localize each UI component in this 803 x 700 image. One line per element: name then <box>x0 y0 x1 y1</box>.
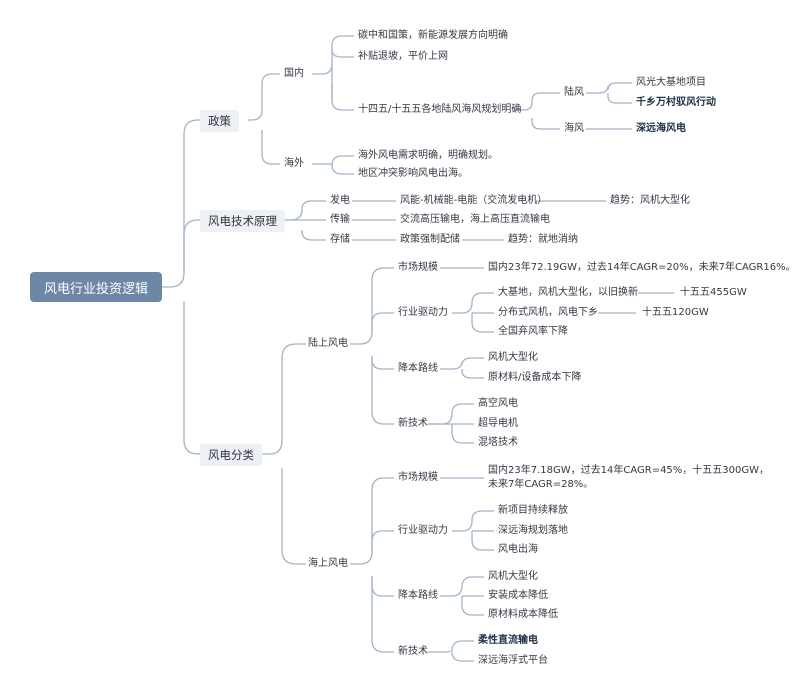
node-tech-principle[interactable]: 风电技术原理 <box>200 210 285 232</box>
onshore-tech-item[interactable]: 超导电机 <box>478 418 518 429</box>
node-transmission[interactable]: 传输 <box>330 214 350 225</box>
offshore-driver-item[interactable]: 风电出海 <box>498 544 538 555</box>
onshore-drivers[interactable]: 行业驱动力 <box>398 307 448 318</box>
onshore-new-tech[interactable]: 新技术 <box>398 418 428 429</box>
root-label: 风电行业投资逻辑 <box>43 281 148 297</box>
node-onshore-policy[interactable]: 陆风 <box>564 87 584 98</box>
onshore-driver-item[interactable]: 大基地，风机大型化，以旧换新 <box>498 287 638 298</box>
storage-trend[interactable]: 趋势：就地消纳 <box>508 234 578 245</box>
offshore-cost-item[interactable]: 原材料成本降低 <box>488 609 558 620</box>
domestic-item[interactable]: 十四五/十五五各地陆风海风规划明确 <box>358 104 522 115</box>
node-offshore-policy[interactable]: 海风 <box>564 123 584 134</box>
onshore-market-size[interactable]: 市场规模 <box>398 262 438 273</box>
offshore-market-size[interactable]: 市场规模 <box>398 472 438 483</box>
overseas-item[interactable]: 地区冲突影响风电出海。 <box>358 168 468 179</box>
offshore-policy-item[interactable]: 深远海风电 <box>636 123 686 134</box>
offshore-tech-item[interactable]: 深远海浮式平台 <box>478 655 548 666</box>
domestic-item[interactable]: 补贴退坡，平价上网 <box>358 51 448 62</box>
node-onshore-wind[interactable]: 陆上风电 <box>308 338 348 349</box>
onshore-driver-item[interactable]: 分布式风机，风电下乡 <box>498 307 598 318</box>
node-overseas[interactable]: 海外 <box>284 158 304 169</box>
onshore-policy-item[interactable]: 风光大基地项目 <box>636 77 706 88</box>
node-offshore-wind[interactable]: 海上风电 <box>308 558 348 569</box>
node-storage[interactable]: 存储 <box>330 234 350 245</box>
offshore-driver-item[interactable]: 新项目持续释放 <box>498 505 568 516</box>
overseas-item[interactable]: 海外风电需求明确，明确规划。 <box>358 150 498 161</box>
node-domestic[interactable]: 国内 <box>284 68 304 79</box>
offshore-driver-item[interactable]: 深远海规划落地 <box>498 525 568 536</box>
onshore-driver-item[interactable]: 全国弃风率下降 <box>498 326 568 337</box>
onshore-cost-route[interactable]: 降本路线 <box>398 363 438 374</box>
generation-trend[interactable]: 趋势：风机大型化 <box>610 195 690 206</box>
node-generation[interactable]: 发电 <box>330 195 350 206</box>
storage-detail[interactable]: 政策强制配储 <box>400 234 460 245</box>
offshore-tech-item[interactable]: 柔性直流输电 <box>478 635 538 646</box>
node-classification[interactable]: 风电分类 <box>200 444 262 466</box>
onshore-driver-note[interactable]: 十五五120GW <box>642 307 709 318</box>
onshore-driver-note[interactable]: 十五五455GW <box>680 287 747 298</box>
onshore-market-detail[interactable]: 国内23年72.19GW，过去14年CAGR=20%，未来7年CAGR16%。 <box>488 262 796 273</box>
onshore-tech-item[interactable]: 高空风电 <box>478 398 518 409</box>
node-policy[interactable]: 政策 <box>200 110 239 132</box>
transmission-detail[interactable]: 交流高压输电，海上高压直流输电 <box>400 214 550 225</box>
offshore-new-tech[interactable]: 新技术 <box>398 646 428 657</box>
offshore-cost-item[interactable]: 安装成本降低 <box>488 590 548 601</box>
generation-detail[interactable]: 风能-机械能-电能（交流发电机） <box>400 195 548 206</box>
offshore-cost-route[interactable]: 降本路线 <box>398 590 438 601</box>
onshore-tech-item[interactable]: 混塔技术 <box>478 437 518 448</box>
domestic-item[interactable]: 碳中和国策，新能源发展方向明确 <box>358 30 508 41</box>
onshore-cost-item[interactable]: 原材料/设备成本下降 <box>488 372 582 383</box>
offshore-cost-item[interactable]: 风机大型化 <box>488 571 538 582</box>
root-node[interactable]: 风电行业投资逻辑 <box>30 272 162 302</box>
onshore-policy-item[interactable]: 千乡万村驭风行动 <box>636 97 716 108</box>
onshore-cost-item[interactable]: 风机大型化 <box>488 352 538 363</box>
offshore-market-detail[interactable]: 国内23年7.18GW，过去14年CAGR=45%，十五五300GW，未来7年C… <box>488 465 770 490</box>
offshore-drivers[interactable]: 行业驱动力 <box>398 525 448 536</box>
